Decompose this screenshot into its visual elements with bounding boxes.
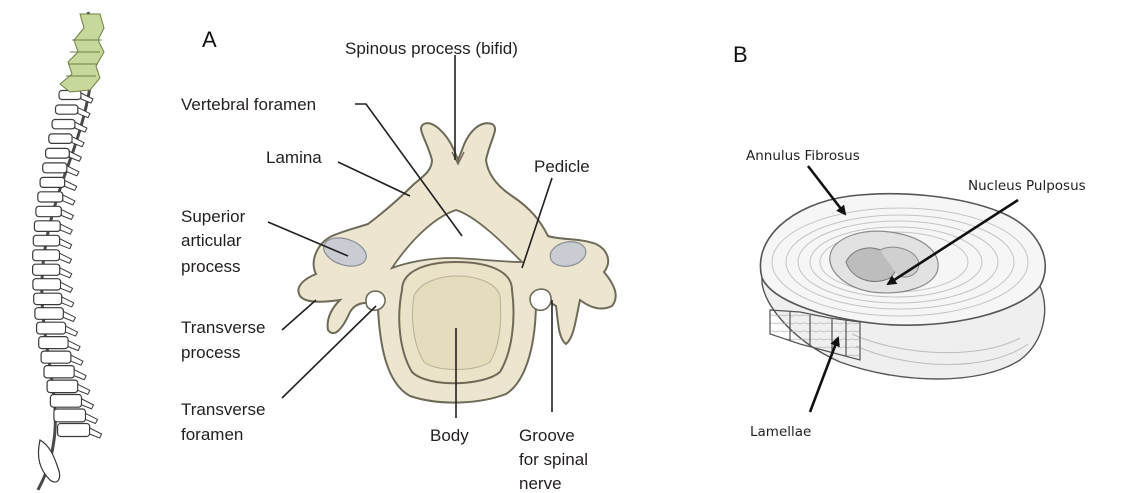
- spine-vertebra: [47, 380, 78, 393]
- spine-spinous-process: [74, 370, 86, 380]
- spine-vertebra: [34, 293, 62, 304]
- spine-spinous-process: [78, 384, 90, 394]
- panel-label-b: B: [733, 42, 748, 67]
- right-transverse-foramen: [530, 289, 551, 310]
- spine-vertebra: [33, 250, 60, 261]
- spine-spinous-process: [63, 311, 75, 321]
- spine-vertebra: [35, 308, 64, 320]
- spine-vertebra: [50, 395, 81, 408]
- spine-vertebra: [54, 409, 86, 422]
- cervical-region-highlight: [60, 14, 104, 92]
- spine-spinous-process: [60, 268, 72, 278]
- spine-vertebra: [33, 264, 60, 275]
- label-transverse-foramen-line-2: foramen: [181, 425, 243, 444]
- spine-spinous-process: [63, 195, 75, 205]
- spine-vertebra: [39, 337, 68, 349]
- spine-vertebra: [49, 134, 72, 144]
- spine-vertebra: [46, 148, 70, 158]
- spine-vertebra: [52, 120, 75, 129]
- label-transverse-process-line-2: process: [181, 343, 241, 362]
- spine-spinous-process: [86, 413, 98, 423]
- label-transverse-process-line-1: Transverse: [181, 318, 265, 337]
- spine-spinous-process: [66, 326, 78, 336]
- spine-vertebra: [36, 206, 62, 216]
- spine-vertebra: [40, 177, 65, 187]
- label-annulus-fibrosus: Annulus Fibrosus: [746, 148, 860, 164]
- spine-spinous-process: [71, 355, 83, 365]
- label-lamina: Lamina: [266, 148, 322, 167]
- label-groove-line-3: nerve: [519, 474, 562, 493]
- spine-vertebra: [56, 105, 78, 114]
- label-transverse-foramen-line-1: Transverse: [181, 400, 265, 419]
- label-lamellae: Lamellae: [750, 424, 811, 440]
- spine-vertebra: [34, 221, 60, 232]
- spine-spinous-process: [78, 108, 90, 118]
- spine-spinous-process: [60, 239, 72, 249]
- label-groove-line-2: for spinal: [519, 450, 588, 469]
- spine-spinous-process: [60, 253, 72, 263]
- spinal-column-illustration: [33, 12, 104, 490]
- label-body: Body: [430, 426, 469, 445]
- label-nucleus-pulposus: Nucleus Pulposus: [968, 178, 1086, 194]
- label-pedicle: Pedicle: [534, 157, 590, 176]
- spine-spinous-process: [82, 399, 94, 409]
- spine-vertebra: [41, 351, 71, 363]
- spine-spinous-process: [90, 428, 102, 438]
- spine-vertebra: [44, 366, 74, 378]
- spine-vertebra: [38, 192, 63, 202]
- spine-spinous-process: [65, 180, 77, 190]
- spine-vertebra: [58, 424, 90, 437]
- spine-vertebra: [33, 235, 59, 246]
- vertebra-stack: [33, 91, 102, 439]
- label-vertebral-foramen: Vertebral foramen: [181, 95, 316, 114]
- panel-label-a: A: [202, 27, 217, 52]
- intervertebral-disc-illustration: [760, 194, 1045, 379]
- spine-vertebra: [43, 163, 67, 173]
- label-spinous-process: Spinous process (bifid): [345, 39, 518, 58]
- spine-spinous-process: [81, 93, 93, 103]
- label-superior-articular-line-2: articular: [181, 231, 242, 250]
- spine-spinous-process: [67, 166, 79, 176]
- spine-vertebra: [37, 322, 66, 334]
- spine-spinous-process: [60, 224, 72, 234]
- spine-spinous-process: [61, 282, 73, 292]
- spine-spinous-process: [61, 210, 73, 220]
- label-groove-line-1: Groove: [519, 426, 575, 445]
- label-superior-articular-line-3: process: [181, 257, 241, 276]
- spine-spinous-process: [68, 341, 80, 351]
- label-superior-articular-line-1: Superior: [181, 207, 246, 226]
- spine-vertebra: [33, 279, 61, 290]
- spine-spinous-process: [62, 297, 74, 307]
